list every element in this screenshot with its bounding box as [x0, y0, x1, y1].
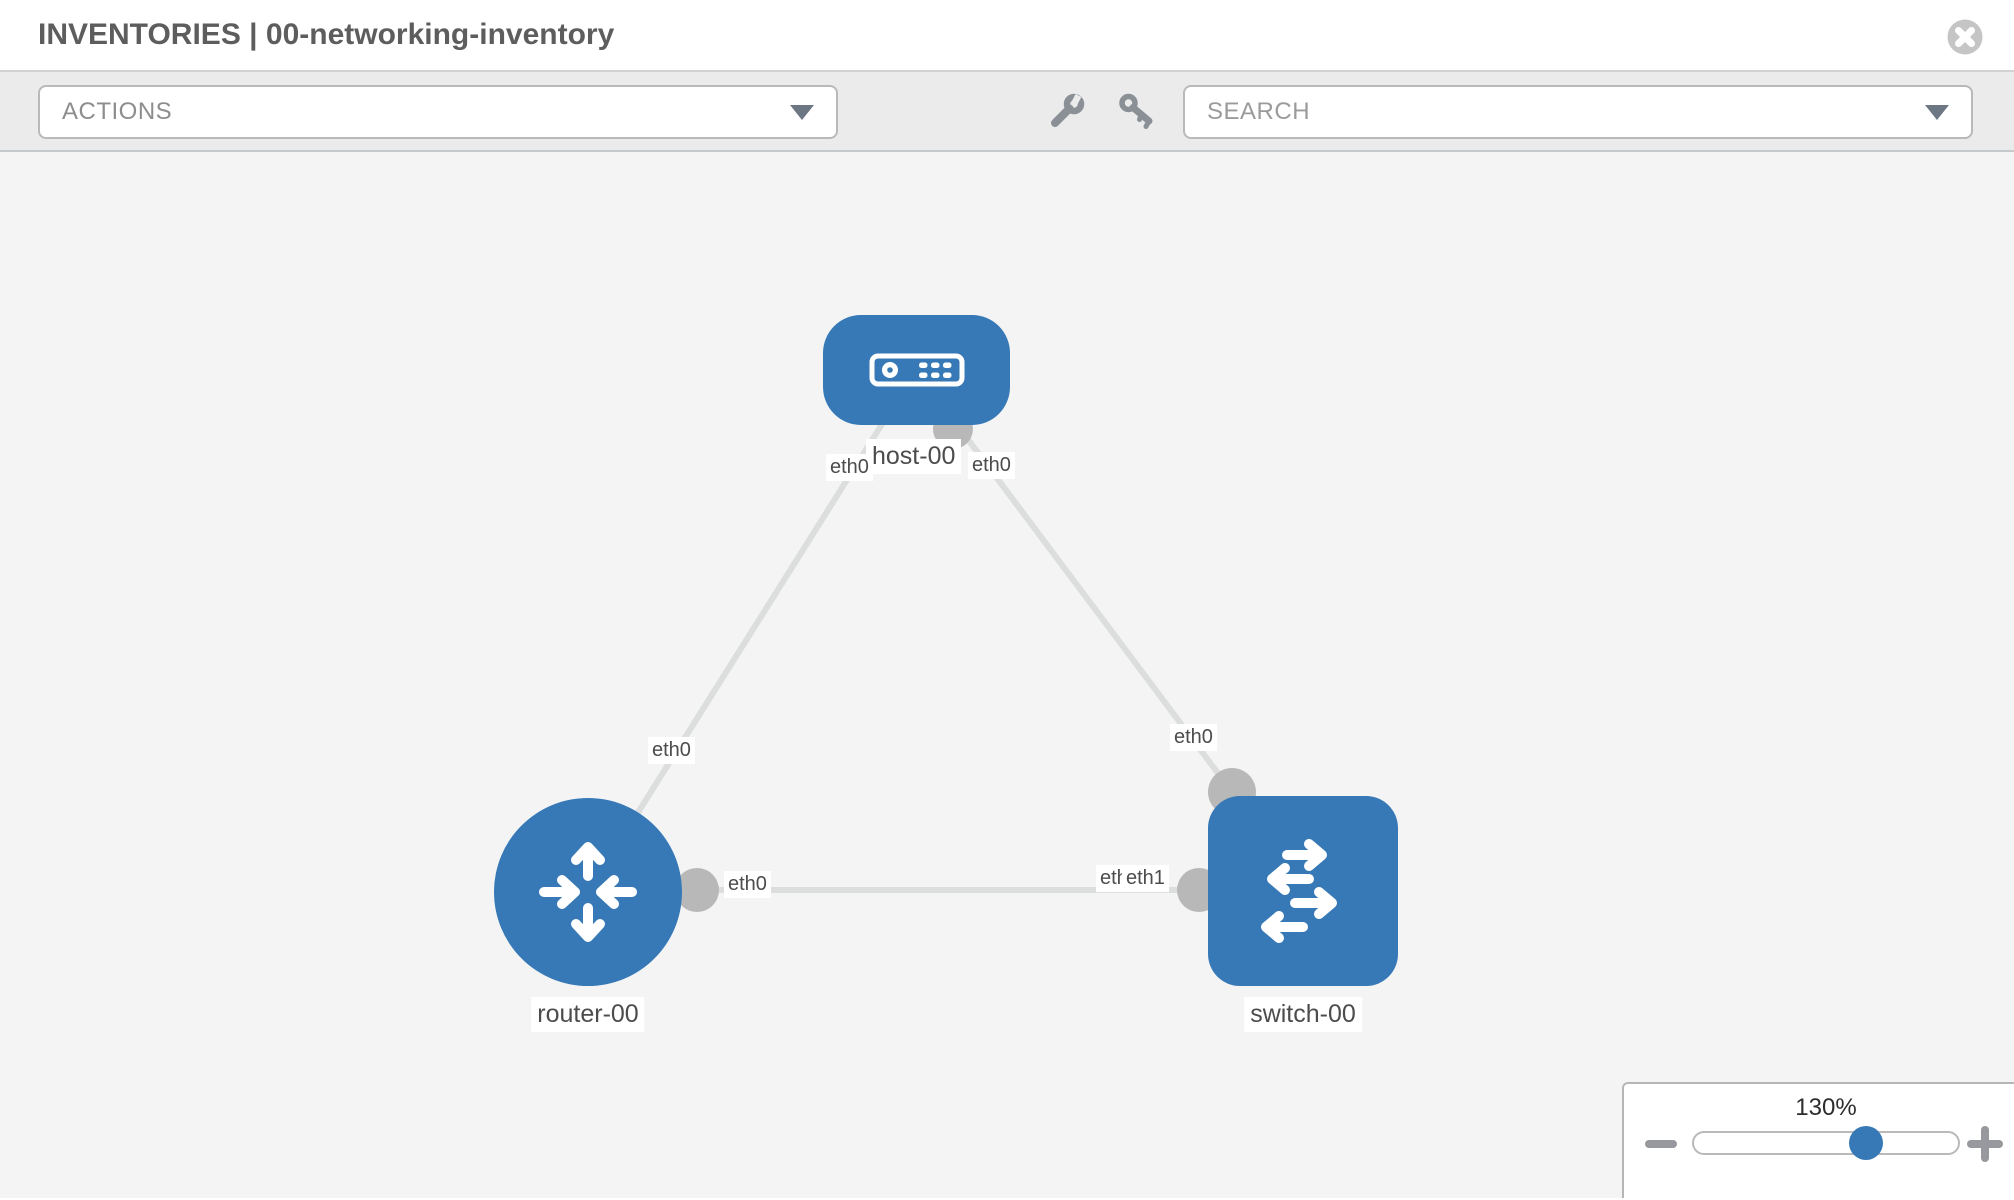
key-icon: [1119, 93, 1153, 129]
node-label-host: host-00: [866, 439, 962, 475]
node-router-00[interactable]: [494, 798, 682, 986]
minus-icon: [1645, 1140, 1677, 1148]
switch-icon: [1261, 839, 1337, 943]
actions-dropdown-label: ACTIONS: [62, 98, 173, 125]
zoom-slider-track[interactable]: [1692, 1126, 1960, 1160]
interface-label-host-to-switch: eth0: [968, 452, 1015, 479]
node-label-switch: switch-00: [1244, 997, 1362, 1033]
interface-label-router-to-switch: eth0: [724, 871, 771, 898]
plus-icon: [1967, 1126, 2003, 1162]
node-host-00[interactable]: [823, 315, 1010, 425]
toolbar: ACTIONS SEARCH: [0, 72, 2014, 152]
credentials-button[interactable]: [1116, 92, 1156, 132]
interface-dot-router: [675, 868, 719, 912]
router-icon: [539, 842, 637, 942]
node-switch-00[interactable]: [1208, 796, 1398, 986]
zoom-panel: 130%: [1622, 1082, 2014, 1198]
chevron-down-icon: [790, 105, 814, 120]
zoom-level-value: 130%: [1795, 1094, 1857, 1121]
interface-label-router-to-host: eth0: [648, 737, 695, 764]
chevron-down-icon: [1925, 105, 1949, 120]
configure-button[interactable]: [1047, 92, 1087, 132]
actions-dropdown[interactable]: ACTIONS: [38, 85, 838, 139]
close-button[interactable]: [1946, 18, 1984, 56]
page-title: INVENTORIES | 00-networking-inventory: [38, 18, 615, 51]
zoom-out-button[interactable]: [1644, 1128, 1678, 1160]
topology-links: [585, 368, 1303, 912]
close-icon: [1947, 19, 1983, 55]
window-header: INVENTORIES | 00-networking-inventory: [0, 0, 2014, 72]
node-label-router: router-00: [531, 997, 645, 1033]
interface-label-switch-to-host: eth0: [1170, 724, 1217, 751]
topology-canvas[interactable]: host-00 router-00 switch-00 eth0 eth0 et…: [0, 152, 2014, 1198]
search-dropdown[interactable]: SEARCH: [1183, 85, 1973, 139]
zoom-in-button[interactable]: [1966, 1125, 2004, 1163]
interface-label-switch-to-router: eth1: [1122, 865, 1169, 892]
search-placeholder: SEARCH: [1207, 98, 1311, 125]
host-icon: [869, 353, 964, 387]
zoom-slider-handle[interactable]: [1849, 1126, 1883, 1160]
interface-label-host-to-router: eth0: [826, 454, 873, 481]
wrench-icon: [1051, 93, 1085, 127]
